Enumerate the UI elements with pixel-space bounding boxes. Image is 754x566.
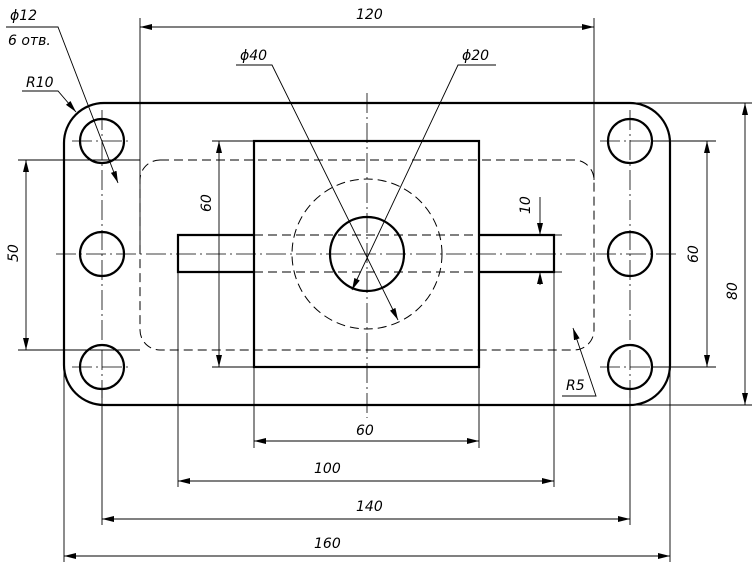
label-height-80: 80 (725, 282, 741, 300)
leader-r10 (22, 90, 77, 113)
slot-left-arm (176, 233, 254, 274)
label-width-60-bottom: 60 (356, 423, 374, 439)
leader-d40 (236, 64, 399, 321)
label-height-50: 50 (6, 244, 22, 262)
label-width-160: 160 (314, 536, 341, 552)
leader-d20 (351, 64, 496, 291)
leader-d12 (6, 26, 119, 184)
label-width-100: 100 (314, 461, 341, 477)
label-width-120: 120 (356, 7, 383, 23)
label-d20: ϕ20 (462, 48, 489, 64)
label-height-60-right: 60 (686, 245, 702, 263)
label-height-10: 10 (518, 196, 534, 214)
label-d40: ϕ40 (240, 48, 267, 64)
label-r5: R5 (566, 378, 585, 394)
label-holes-count: 6 отв. (8, 33, 51, 49)
extension-lines (18, 18, 752, 562)
label-d12: ϕ12 (10, 8, 37, 24)
leaders (6, 26, 597, 397)
label-r10: R10 (26, 75, 54, 91)
leader-r5 (562, 327, 597, 397)
label-width-140: 140 (356, 499, 383, 515)
slot-right-arm (479, 233, 556, 274)
dimension-lines (23, 24, 748, 559)
label-height-60-left: 60 (199, 194, 215, 212)
